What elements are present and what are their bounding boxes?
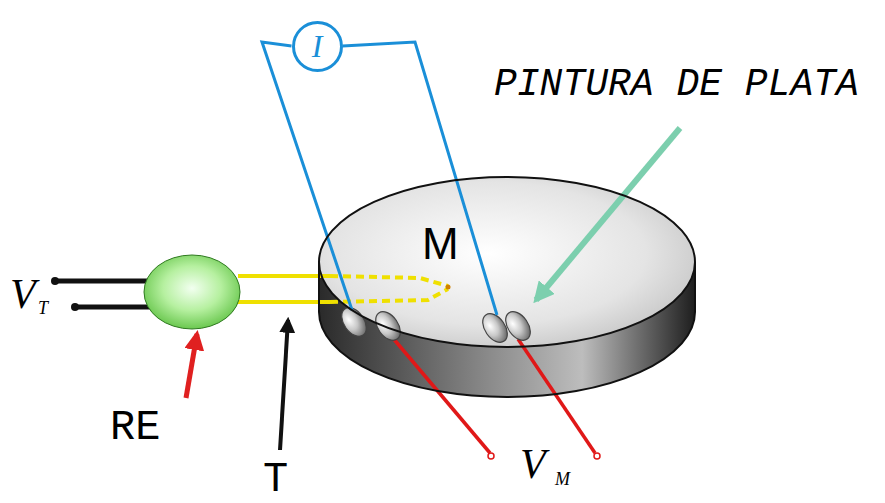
callout-label: T: [263, 456, 288, 503]
ammeter-wire: [262, 42, 352, 310]
callout-label: PINTURA DE PLATA: [494, 63, 859, 106]
disk-side-edge: [319, 262, 695, 397]
terminal: [594, 453, 600, 459]
disk-outline: [318, 177, 696, 399]
callout-label: RE: [110, 404, 160, 452]
sample-top: [319, 177, 695, 347]
thermocouple-junction: [446, 285, 451, 290]
terminal: [71, 303, 79, 311]
signal-subscript: T: [38, 298, 48, 319]
terminal: [51, 277, 59, 285]
terminal: [488, 453, 494, 459]
leader-arrow: [186, 334, 197, 398]
reference-element: [144, 255, 240, 329]
disk-top-edge: [319, 177, 695, 347]
sample-disk: M: [318, 177, 696, 399]
ammeter-symbol: I: [292, 21, 343, 72]
leader-arrow: [280, 320, 288, 450]
ammeter-circle: [293, 22, 341, 70]
node-text: I: [312, 28, 323, 65]
signal-name: V: [520, 440, 546, 488]
leader-arrow: [536, 128, 680, 300]
vm-wires: [392, 337, 595, 453]
node-text: M: [422, 219, 459, 269]
signal-subscript: M: [555, 469, 570, 490]
signal-name: V: [10, 270, 36, 318]
